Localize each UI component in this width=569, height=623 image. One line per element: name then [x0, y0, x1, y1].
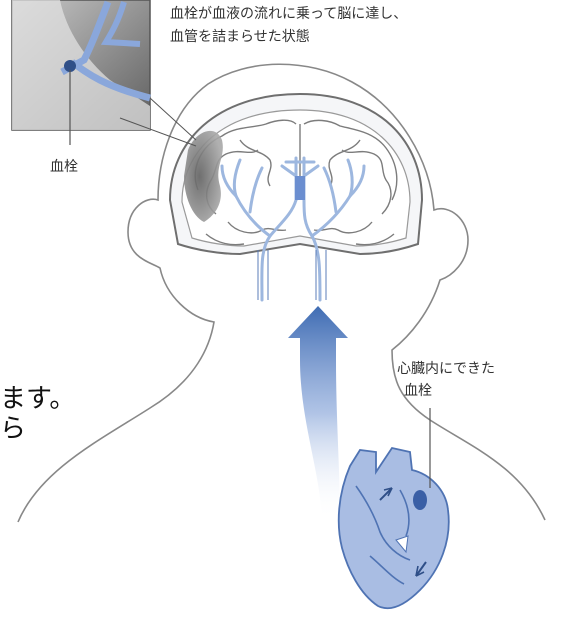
heart-clot [413, 490, 427, 510]
top-caption-line2: 血管を詰まらせた状態 [170, 26, 310, 48]
heart-label-line2: 血栓 [404, 380, 432, 402]
up-arrow-icon [288, 306, 348, 520]
heart-icon [339, 448, 449, 608]
top-caption-line1: 血栓が血液の流れに乗って脳に達し、 [170, 3, 407, 25]
callout-line-bottom [150, 98, 196, 140]
background-text-line1: ます。 [0, 384, 75, 414]
background-text-line2: ら [0, 414, 26, 444]
callout-line-top [120, 118, 196, 146]
central-vessel [295, 176, 305, 200]
heart-label-line1: 心臓内にできた [397, 358, 495, 380]
clot-inset [12, 0, 150, 145]
clot-inset-label: 血栓 [50, 156, 78, 178]
